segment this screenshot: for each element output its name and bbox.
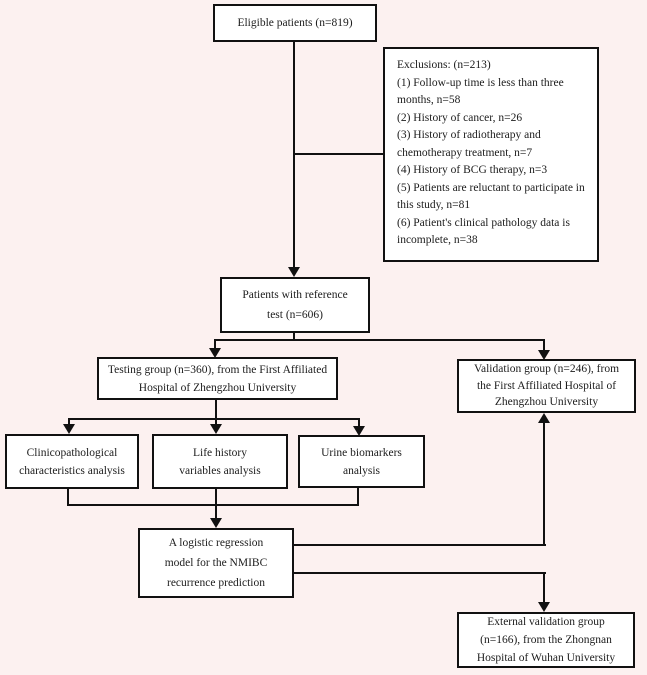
connector-down-to-logistic bbox=[214, 504, 218, 519]
arrowhead-into-urine bbox=[352, 425, 365, 436]
connector-up-to-validation bbox=[542, 421, 546, 546]
urine-biomarkers-text: Urine biomarkers bbox=[321, 446, 402, 459]
external-validation-text: Hospital of Wuhan University bbox=[476, 652, 616, 664]
external-validation-text: External validation group bbox=[487, 616, 605, 628]
connector-down-to-validation bbox=[542, 339, 546, 351]
connector-patients-stub bbox=[292, 330, 296, 341]
logistic-model-text: model for the NMIBC bbox=[164, 557, 268, 569]
connector-down-to-urine bbox=[357, 418, 361, 427]
box-validation-group: Validation group (n=246), from the First… bbox=[457, 359, 636, 413]
connector-branch-to-exclusions bbox=[294, 152, 384, 156]
patients-reference-text: test (n=606) bbox=[267, 309, 323, 321]
connector-down-to-testing bbox=[213, 339, 217, 349]
logistic-model-text: recurrence prediction bbox=[166, 577, 265, 589]
validation-group-text: Zhengzhou University bbox=[494, 396, 599, 409]
clinicopathological-text: characteristics analysis bbox=[19, 464, 125, 477]
arrowhead-into-validation-bottom bbox=[537, 412, 550, 423]
box-clinicopathological-analysis: Clinicopathological characteristics anal… bbox=[5, 434, 139, 489]
exclusions-item: (1) Follow-up time is less than three mo… bbox=[397, 76, 564, 107]
connector-split-testing-validation bbox=[213, 338, 546, 342]
connector-down-to-lifehistory bbox=[214, 418, 218, 425]
connector-urine-stub bbox=[356, 486, 360, 506]
exclusions-item: (3) History of radiotherapy and chemothe… bbox=[397, 129, 541, 159]
life-history-text: Life history bbox=[193, 446, 247, 459]
arrowhead-into-patients bbox=[287, 267, 300, 277]
box-urine-biomarkers-analysis: Urine biomarkers analysis bbox=[298, 435, 425, 488]
connector-down-to-clinico bbox=[67, 418, 71, 425]
connector-clinico-stub bbox=[66, 487, 70, 506]
arrowhead-into-clinico bbox=[62, 423, 75, 434]
testing-group-text: Hospital of Zhengzhou University bbox=[138, 381, 297, 394]
exclusions-item: (2) History of cancer, n=26 bbox=[397, 111, 523, 124]
connector-logistic-to-validation bbox=[292, 543, 546, 547]
external-validation-text: (n=166), from the Zhongnan bbox=[480, 634, 612, 646]
box-testing-group: Testing group (n=360), from the First Af… bbox=[97, 357, 338, 400]
validation-group-text: Validation group (n=246), from bbox=[473, 363, 620, 376]
exclusions-item: (5) Patients are reluctant to participat… bbox=[397, 181, 585, 212]
exclusions-item: (4) History of BCG therapy, n=3 bbox=[397, 164, 548, 176]
urine-biomarkers-text: analysis bbox=[342, 464, 381, 477]
connector-lifehistory-stub bbox=[214, 487, 218, 506]
logistic-model-text: A logistic regression bbox=[168, 537, 264, 549]
exclusions-title: Exclusions: (n=213) bbox=[397, 59, 491, 71]
validation-group-text: the First Affiliated Hospital of bbox=[476, 379, 617, 392]
clinicopathological-text: Clinicopathological bbox=[26, 446, 118, 459]
patients-reference-text: Patients with reference bbox=[242, 289, 348, 301]
box-eligible-patients: Eligible patients (n=819) bbox=[213, 4, 377, 42]
life-history-text: variables analysis bbox=[179, 464, 261, 477]
connector-merge-analyses bbox=[66, 503, 360, 506]
box-life-history-analysis: Life history variables analysis bbox=[152, 434, 288, 489]
eligible-patients-text: Eligible patients (n=819) bbox=[237, 17, 353, 29]
arrowhead-into-testing bbox=[208, 347, 221, 358]
box-exclusions: Exclusions: (n=213) (1) Follow-up time i… bbox=[383, 47, 599, 262]
box-patients-reference-test: Patients with reference test (n=606) bbox=[220, 277, 370, 333]
connector-testing-stub bbox=[214, 399, 218, 420]
connector-down-to-external bbox=[542, 573, 546, 603]
arrowhead-into-external bbox=[537, 601, 550, 612]
box-logistic-regression-model: A logistic regression model for the NMIB… bbox=[138, 528, 294, 598]
arrowhead-into-lifehistory bbox=[209, 423, 222, 434]
arrowhead-into-logistic bbox=[209, 517, 222, 528]
box-external-validation-group: External validation group (n=166), from … bbox=[457, 612, 635, 668]
connector-logistic-to-external bbox=[292, 571, 546, 575]
testing-group-text: Testing group (n=360), from the First Af… bbox=[107, 363, 328, 376]
arrowhead-into-validation-top bbox=[537, 349, 550, 360]
connector-split-three-analyses bbox=[67, 417, 361, 421]
exclusions-item: (6) Patient's clinical pathology data is… bbox=[397, 216, 570, 247]
